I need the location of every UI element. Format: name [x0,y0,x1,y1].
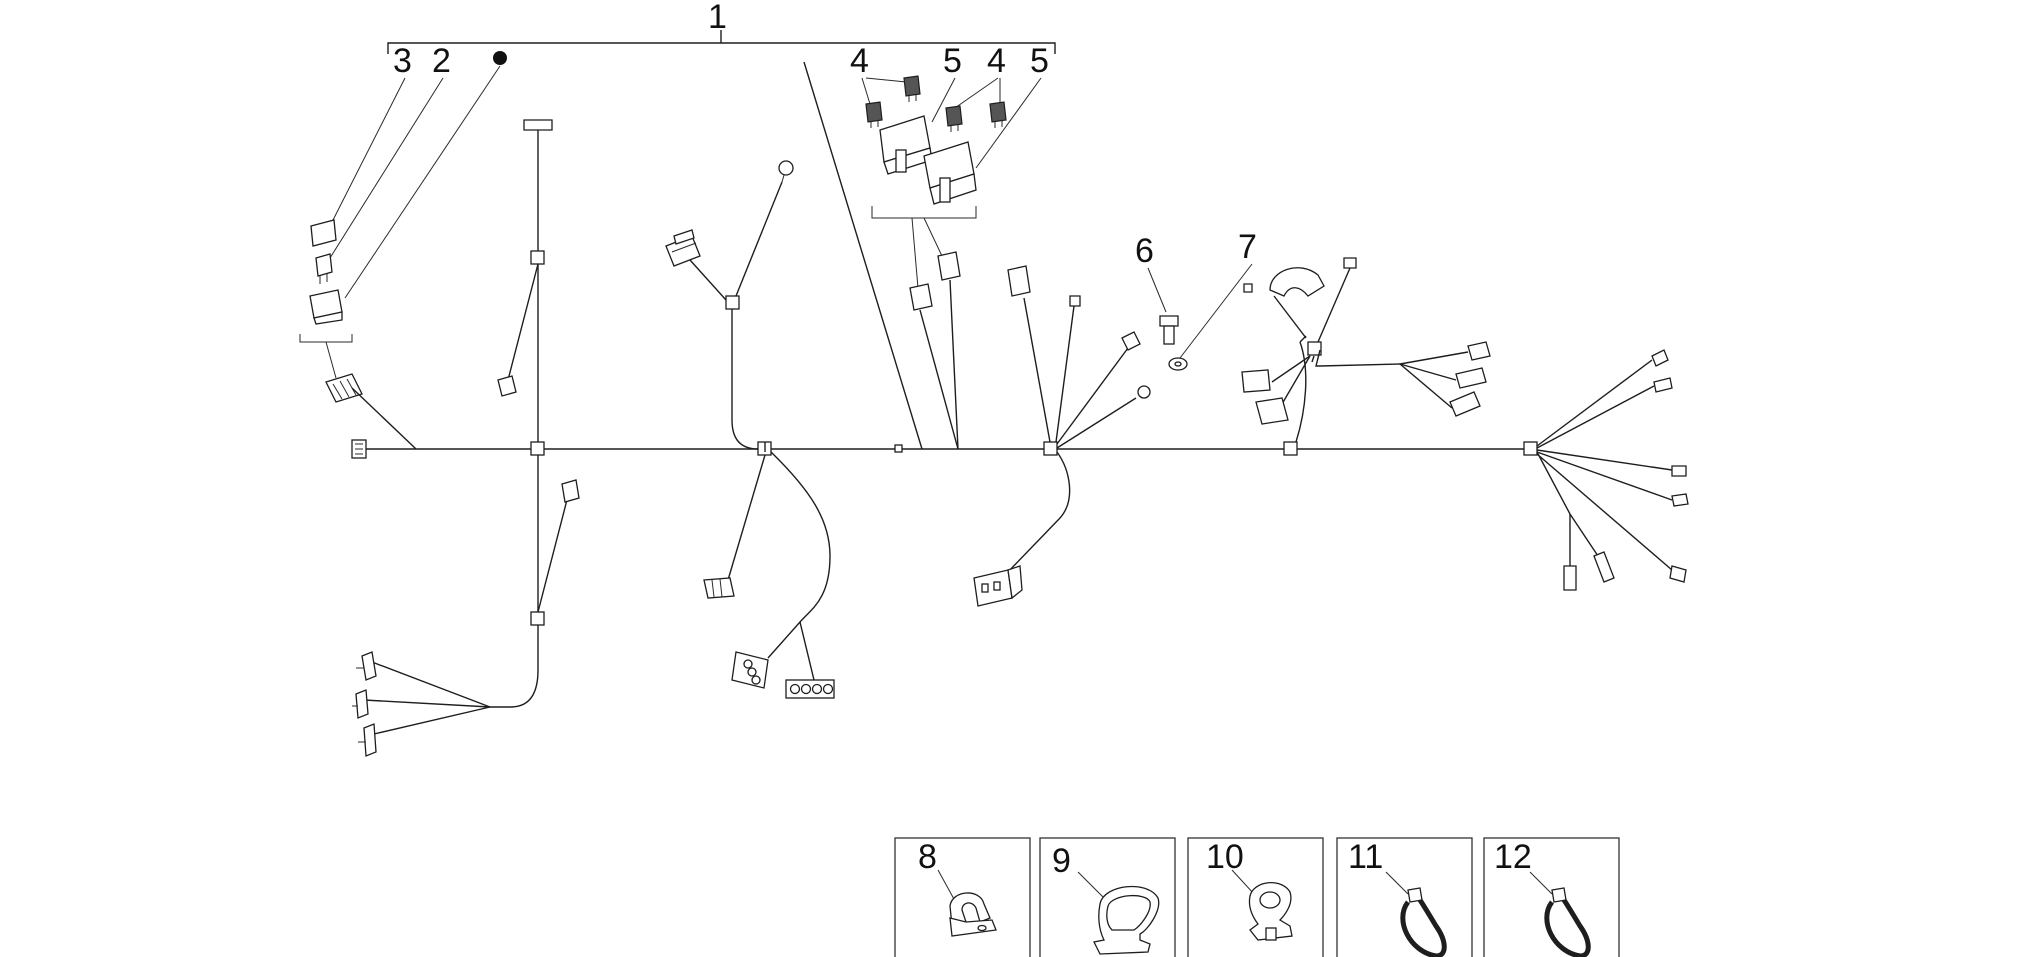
callout-4a: 4 [850,42,869,80]
callout-6: 6 [1135,232,1154,270]
part-box-10 [1187,837,1324,957]
part-box-8 [894,837,1031,957]
connector-3pin [703,577,735,599]
multi-pin-connector [665,229,701,267]
callout-12: 12 [1494,838,1532,876]
part-box-12 [1483,837,1620,957]
right-terminals [1563,349,1689,591]
callout-5a: 5 [943,42,962,80]
connector-2pin [1007,265,1031,297]
left-connector [325,373,363,403]
callout-1: 1 [708,0,727,36]
part-box-11 [1336,837,1473,957]
cable-boot [1269,267,1325,297]
callout-11: 11 [1348,838,1383,876]
part-box-9 [1039,837,1176,957]
bullet-marker [493,51,507,65]
end-connector-left [351,439,367,459]
bolt [1159,315,1179,345]
round-connector-4 [785,679,835,699]
fuse-holders [879,115,977,205]
ring-terminal [778,160,794,176]
callout-10: 10 [1206,838,1244,876]
fuses [865,75,1007,132]
round-connector-3 [731,651,769,689]
callout-7: 7 [1238,228,1257,266]
callout-4b: 4 [987,42,1006,80]
power-socket [973,565,1023,607]
callout-3: 3 [393,42,412,80]
assembly-bracket [387,30,1056,54]
callout-5b: 5 [1030,42,1049,80]
callout-9: 9 [1052,842,1071,880]
callout-8: 8 [918,838,937,876]
bottom-left-connectors [352,651,377,757]
top-connector [523,119,553,131]
brackets-pair [1241,369,1289,425]
relay-group [309,219,343,325]
callout-2: 2 [432,42,451,80]
